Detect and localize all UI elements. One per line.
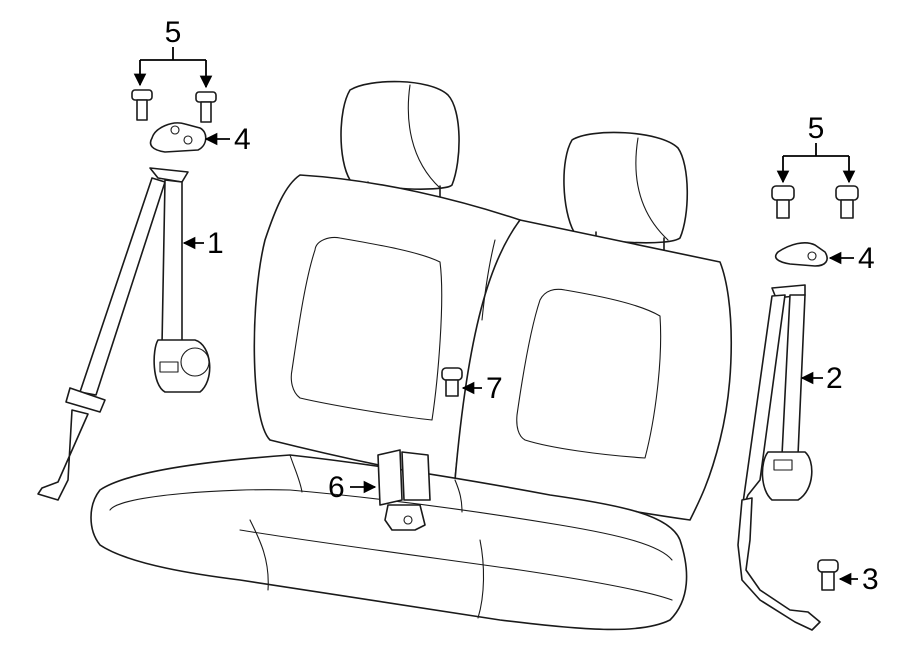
callout-5-right-leader — [783, 143, 849, 157]
callout-6: 6 — [328, 471, 345, 504]
right-shoulder-webbing — [741, 294, 786, 511]
callout-5-left-leader — [140, 47, 206, 61]
right-anchor-bracket — [774, 242, 828, 267]
right-bolt-a — [771, 185, 795, 219]
rear-seat — [90, 80, 733, 631]
right-retractor-webbing — [781, 294, 806, 456]
left-seat-belt-assembly — [37, 167, 211, 501]
left-headrest — [340, 80, 460, 199]
bolt-3 — [817, 559, 839, 591]
bolt-7 — [441, 367, 463, 397]
seat-cushion — [90, 454, 688, 631]
callout-4-left: 4 — [234, 123, 251, 156]
callout-2: 2 — [826, 362, 843, 395]
callout-4-right: 4 — [858, 242, 875, 275]
left-anchor-bracket — [149, 122, 207, 153]
left-bolt-b — [195, 91, 217, 123]
left-retractor-webbing — [161, 179, 183, 346]
left-latch-plate — [65, 387, 106, 413]
right-bolt-b — [835, 185, 859, 219]
callout-1: 1 — [207, 227, 224, 260]
left-bolt-a — [131, 89, 153, 121]
right-retractor — [761, 451, 813, 501]
callout-5-right: 5 — [808, 112, 825, 145]
right-backrest — [454, 219, 733, 521]
callout-3: 3 — [862, 563, 879, 596]
left-shoulder-webbing — [79, 177, 166, 396]
center-buckle — [377, 449, 431, 531]
right-seat-belt-assembly — [737, 284, 821, 631]
callouts: 5 4 1 7 6 5 4 2 3 — [133, 16, 879, 596]
right-anchor-webbing — [737, 497, 821, 631]
callout-7: 7 — [486, 372, 503, 405]
left-anchor-webbing — [37, 409, 89, 501]
callout-5-left: 5 — [165, 16, 182, 49]
